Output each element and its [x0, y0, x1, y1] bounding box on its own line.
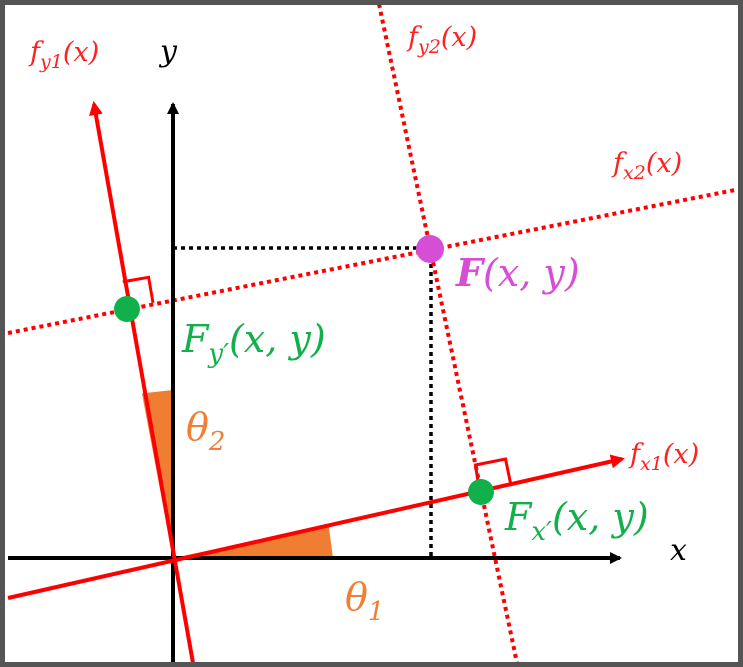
right-angle-marker-fy	[122, 275, 155, 304]
label-fx1: fx1(x)	[628, 439, 699, 475]
label-fy1: fy1(x)	[28, 37, 99, 73]
label-F: F(x, y)	[455, 250, 580, 295]
point-F-y-prime	[114, 296, 140, 322]
fy2-line	[377, 4, 519, 663]
label-theta1: θ1	[345, 575, 384, 627]
right-angle-marker-fx	[473, 457, 512, 489]
fx1-line	[7, 454, 625, 600]
label-fx2: fx2(x)	[611, 148, 682, 184]
label-F-y-prime: Fy′(x, y)	[181, 317, 326, 369]
point-F-x-prime	[468, 479, 494, 505]
label-F-x-prime: Fx′(x, y)	[504, 495, 649, 547]
label-theta2: θ2	[186, 405, 225, 457]
x-axis-label: x	[670, 533, 687, 568]
y-axis-label: y	[158, 34, 178, 69]
fy1-line	[89, 101, 195, 663]
label-fy2: fy2(x)	[406, 22, 477, 58]
point-F	[416, 235, 444, 263]
